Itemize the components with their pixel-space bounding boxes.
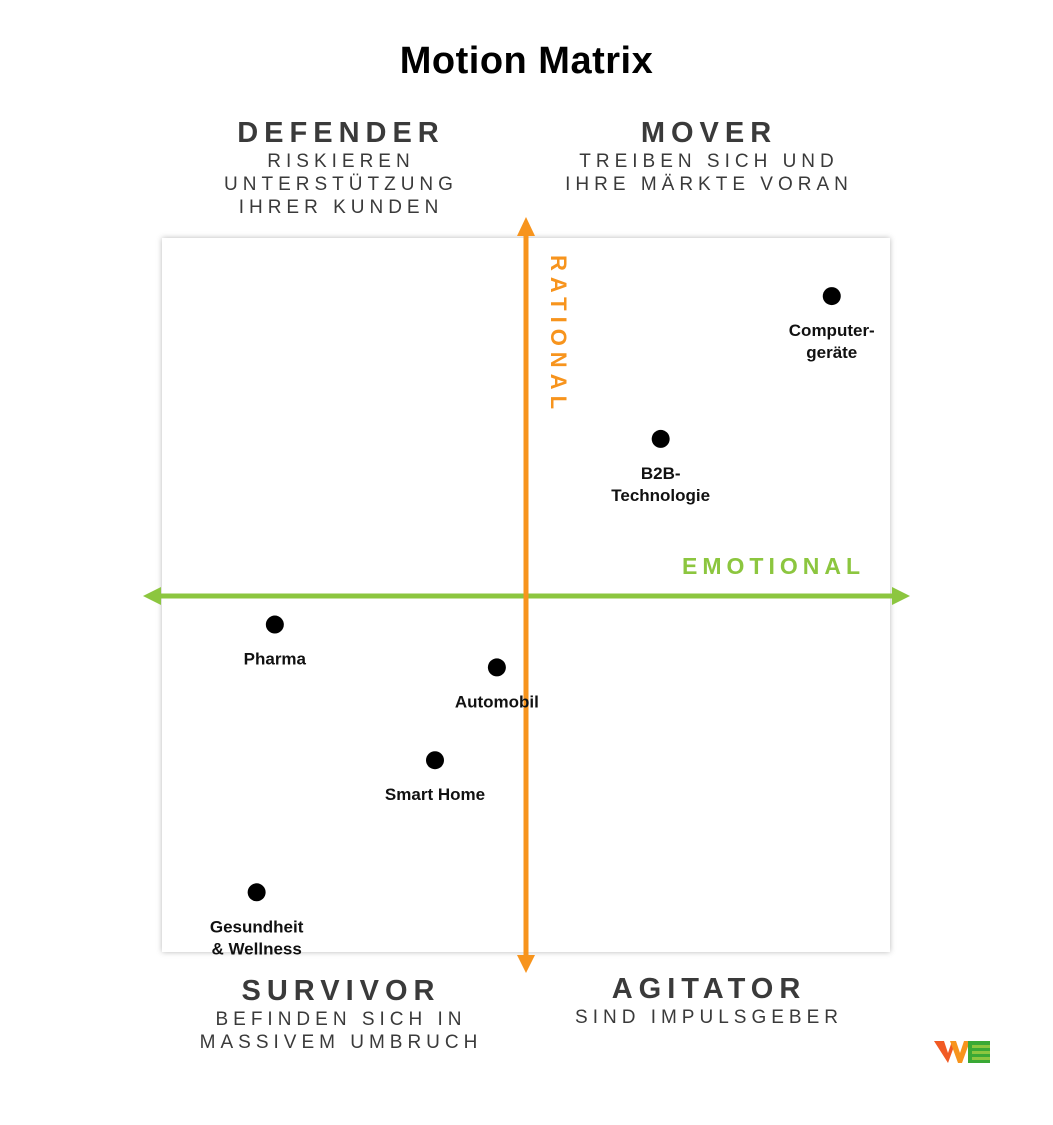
- quadrant-agitator-desc: SIND IMPULSGEBER: [528, 1006, 890, 1029]
- quadrant-survivor-name: SURVIVOR: [241, 975, 441, 1007]
- data-point: [247, 883, 266, 902]
- quadrant-desc-line: IHRER KUNDEN: [238, 197, 444, 218]
- data-point-label: Computer-geräte: [789, 321, 875, 362]
- quadrant-desc-line: BEFINDEN SICH IN: [215, 1009, 467, 1030]
- quadrant-desc-line: UNTERSTÜTZUNG: [224, 174, 458, 195]
- data-point: [822, 287, 841, 306]
- quadrant-agitator-name: AGITATOR: [611, 973, 807, 1005]
- data-point-label-line: Smart Home: [385, 785, 485, 804]
- data-point: [265, 615, 284, 634]
- data-point-label-line: & Wellness: [211, 939, 301, 958]
- data-point: [487, 658, 506, 677]
- quadrant-survivor-desc: BEFINDEN SICH IN MASSIVEM UMBRUCH: [160, 1008, 522, 1054]
- quadrant-defender-header: DEFENDER RISKIEREN UNTERSTÜTZUNG IHRER K…: [160, 116, 522, 219]
- quadrant-desc-line: SIND IMPULSGEBER: [575, 1007, 843, 1028]
- chart-title: Motion Matrix: [399, 40, 654, 82]
- quadrant-defender-name: DEFENDER: [237, 117, 445, 149]
- data-point-label: Pharma: [244, 650, 307, 669]
- data-point-label-line: Computer-: [789, 321, 875, 340]
- data-point-label-line: Technologie: [611, 486, 710, 505]
- data-point-label-line: geräte: [806, 343, 857, 362]
- x-axis-arrow-right-icon: [892, 587, 910, 605]
- data-point-label-line: Automobil: [455, 692, 539, 711]
- data-point-label: Gesundheit & Wellness: [210, 917, 304, 958]
- quadrant-mover-header: MOVER TREIBEN SICH UND IHRE MÄRKTE VORAN: [528, 116, 890, 196]
- quadrant-agitator-header: AGITATOR SIND IMPULSGEBER: [528, 972, 890, 1029]
- quadrant-desc-line: TREIBEN SICH UND: [579, 151, 839, 172]
- data-point-label: Automobil: [455, 692, 539, 711]
- quadrant-desc-line: RISKIEREN: [267, 151, 415, 172]
- brand-logo-icon: [934, 1041, 990, 1063]
- data-point: [651, 429, 670, 448]
- data-point-label-line: Gesundheit: [210, 917, 304, 936]
- quadrant-mover-desc: TREIBEN SICH UND IHRE MÄRKTE VORAN: [528, 150, 890, 196]
- x-axis-arrow-left-icon: [143, 587, 161, 605]
- quadrant-desc-line: MASSIVEM UMBRUCH: [199, 1032, 483, 1053]
- data-point-label: B2B- Technologie: [611, 464, 710, 505]
- data-point: [426, 751, 444, 770]
- data-point-label: Smart Home: [385, 785, 485, 804]
- data-point-label-line: Pharma: [244, 650, 307, 669]
- quadrant-desc-line: IHRE MÄRKTE VORAN: [565, 174, 853, 195]
- data-point-label-line: B2B-: [641, 464, 681, 483]
- y-axis-arrow-down-icon: [517, 955, 535, 973]
- quadrant-mover-name: MOVER: [640, 117, 778, 149]
- y-axis-arrow-up-icon: [517, 217, 535, 236]
- quadrant-defender-desc: RISKIEREN UNTERSTÜTZUNG IHRER KUNDEN: [160, 150, 522, 219]
- y-axis-label: RATIONAL: [546, 255, 571, 416]
- x-axis-label: EMOTIONAL: [682, 553, 865, 579]
- quadrant-survivor-header: SURVIVOR BEFINDEN SICH IN MASSIVEM UMBRU…: [160, 974, 522, 1054]
